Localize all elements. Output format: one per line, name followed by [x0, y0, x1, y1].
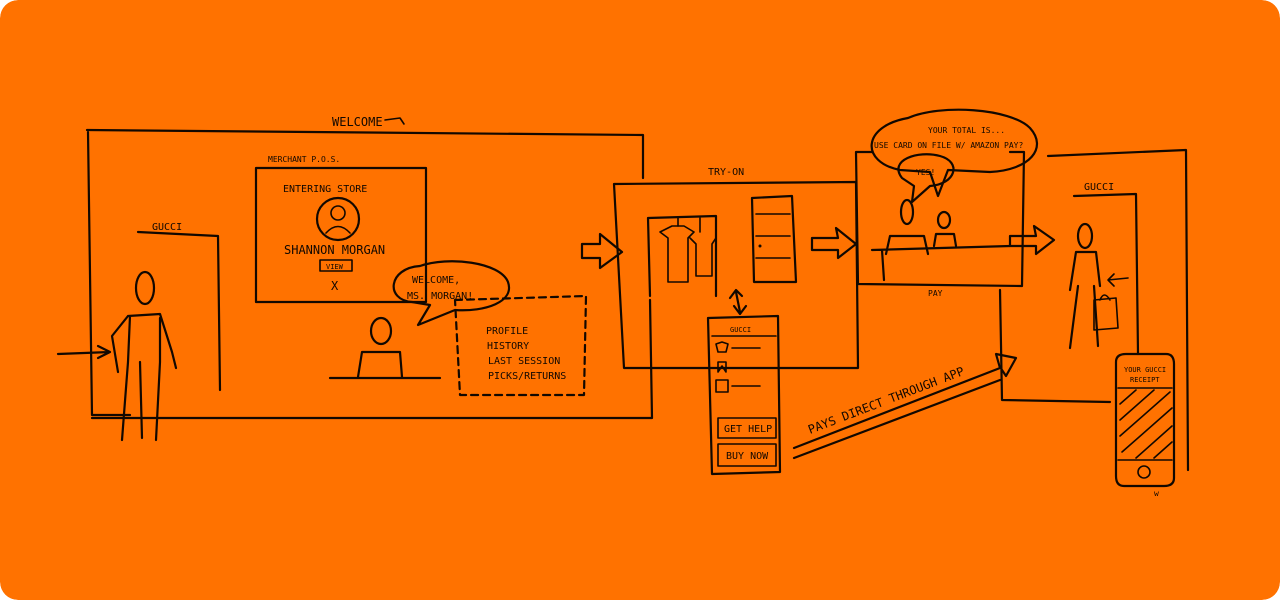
store-sign-left: GUCCI: [152, 222, 182, 233]
greeting-bubble: [392, 260, 511, 327]
customer-figure-entering: [110, 270, 178, 442]
cashier-figure: [932, 210, 958, 248]
clothing-rack-icon: [646, 214, 718, 298]
view-button-label: VIEW: [326, 263, 344, 271]
profile-item-1: PROFILE: [486, 326, 528, 337]
profile-item-3: LAST SESSION: [488, 356, 560, 367]
try-on-title: TRY-ON: [708, 167, 744, 178]
merchant-pos-label: MERCHANT P.O.S.: [268, 155, 340, 164]
pay-counter: [870, 244, 1012, 282]
scene1-frame: [85, 128, 654, 420]
profile-item-4: PICKS/RETURNS: [488, 371, 566, 382]
entry-arrow: [56, 344, 112, 360]
yes-reply: YES!: [916, 168, 935, 177]
fitting-room-door: [750, 194, 798, 284]
home-button-icon[interactable]: [1137, 465, 1151, 479]
store-door-right: [1072, 192, 1140, 356]
welcome-title: WELCOME: [332, 115, 383, 129]
avatar-icon: [315, 196, 361, 242]
get-help-label: GET HELP: [724, 424, 772, 435]
entering-store-text: ENTERING STORE: [283, 184, 367, 195]
phone-brand: GUCCI: [730, 326, 751, 334]
merchant-pos-screen: [254, 166, 428, 304]
app-item-pants-icon[interactable]: [717, 361, 761, 373]
scene2-frame: [612, 180, 860, 370]
scene4-frame: [998, 148, 1190, 472]
shopping-app-phone: GUCCI GET HELP BUY NOW: [706, 314, 782, 476]
scene3-frame: [854, 150, 1026, 288]
scene-exit: GUCCI YOUR GUCCI RECEIPT w: [998, 148, 1190, 498]
scene-welcome: WELCOME GUCCI MERCHANT P.O.S. ENTERING S…: [56, 115, 654, 442]
pay-label: PAY: [928, 289, 943, 298]
exit-arrow: [1107, 273, 1129, 287]
artist-signature: w: [1154, 489, 1159, 498]
profile-item-2: HISTORY: [487, 341, 529, 352]
buy-now-button[interactable]: [717, 443, 777, 467]
store-sign-right: GUCCI: [1084, 182, 1114, 193]
merchant-figure: [328, 316, 442, 380]
welcome-underline: [384, 117, 405, 125]
store-door-left: [136, 230, 222, 392]
receipt-line-1: YOUR GUCCI: [1124, 366, 1166, 374]
arrow-to-pay: [810, 226, 858, 260]
total-line-1: YOUR TOTAL IS...: [928, 126, 1005, 135]
receipt-line-2: RECEIPT: [1130, 376, 1160, 384]
close-icon[interactable]: X: [331, 279, 339, 293]
arrow-to-exit: [1008, 224, 1056, 256]
scene-try-on: TRY-ON GUCCI GET HELP BUY NOW: [612, 167, 860, 476]
greeting-line-1: WELCOME,: [412, 275, 460, 286]
scene-pay: PAY YOUR TOTAL IS... USE CARD ON FILE W/…: [854, 108, 1038, 298]
total-line-2: USE CARD ON FILE W/ AMAZON PAY?: [874, 141, 1023, 150]
phone-link-arrow: [728, 288, 748, 316]
customer-name: SHANNON MORGAN: [284, 243, 385, 257]
total-bubble: [870, 108, 1038, 198]
receipt-hatching: [1119, 389, 1173, 459]
get-help-button[interactable]: [717, 417, 777, 439]
receipt-phone: YOUR GUCCI RECEIPT: [1114, 352, 1176, 488]
app-item-jacket-icon[interactable]: [715, 379, 761, 393]
arrow-to-tryon: [580, 232, 624, 270]
profile-panel: [453, 294, 588, 397]
app-item-shirt-icon[interactable]: [715, 341, 761, 353]
greeting-line-2: MS. MORGAN!: [407, 291, 473, 302]
buy-now-label: BUY NOW: [726, 451, 769, 462]
shopping-bag-icon: [1093, 294, 1119, 331]
customer-figure-paying: [884, 198, 930, 256]
yes-bubble: [897, 153, 955, 204]
view-button[interactable]: [319, 259, 353, 272]
customer-figure-leaving: [1068, 222, 1119, 350]
